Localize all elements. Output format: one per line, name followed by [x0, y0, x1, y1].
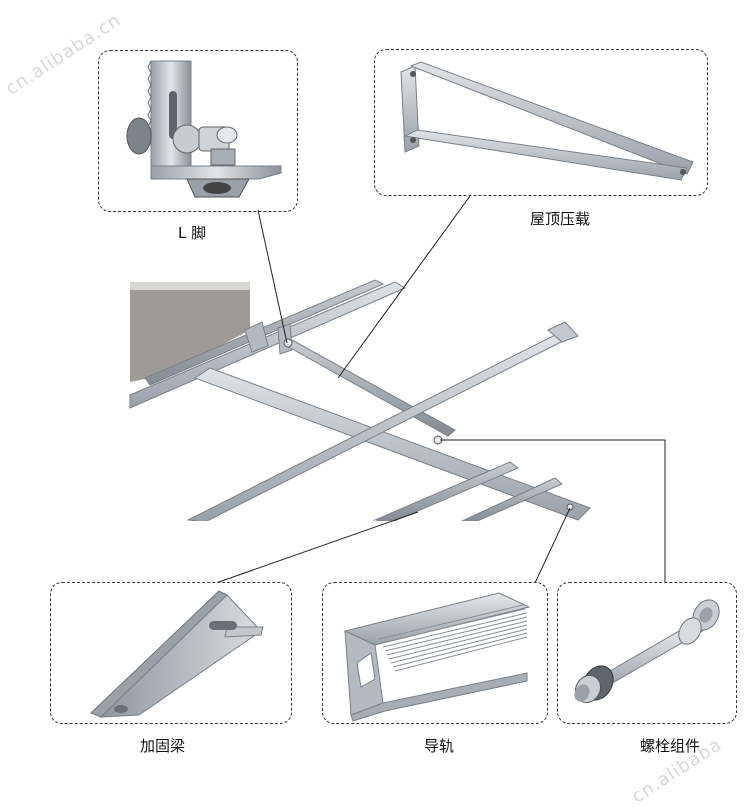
l-foot-illustration: [126, 60, 282, 198]
bolt-kit-label: 螺栓组件: [640, 737, 701, 755]
rail-long: [193, 367, 591, 521]
brace-illustration: [90, 590, 264, 718]
bolt-kit-box: [557, 582, 737, 724]
brace-diagonal: [284, 339, 456, 437]
rail-box: [322, 582, 548, 724]
roof-load-label: 屋顶压载: [530, 210, 591, 228]
l-foot-box: [98, 50, 298, 212]
brace-label: 加固梁: [140, 737, 186, 755]
l-foot-label: L 脚: [178, 224, 207, 242]
bolt-kit-illustration: [574, 599, 720, 704]
roof-load-box: [374, 49, 708, 196]
roof-load-illustration: [400, 61, 694, 181]
brace-box: [50, 582, 292, 724]
rail-illustration: [343, 592, 531, 722]
rail-label: 导轨: [424, 737, 455, 755]
